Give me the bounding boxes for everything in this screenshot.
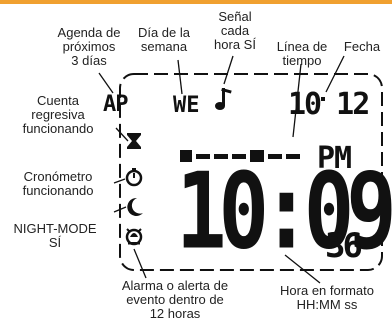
main-time: 10:09 bbox=[176, 151, 392, 272]
label-hourly-signal: Señal cada hora SÍ bbox=[214, 9, 256, 52]
weekday-indicator: WE bbox=[173, 93, 200, 118]
date-separator bbox=[321, 97, 325, 101]
timeline-bar bbox=[180, 150, 300, 162]
accent-bar bbox=[0, 0, 392, 4]
label-night-mode: NIGHT-MODE SÍ bbox=[13, 221, 97, 250]
label-alarm: Alarma o alerta de evento dentro de 12 h… bbox=[121, 278, 229, 321]
label-date: Fecha bbox=[343, 39, 381, 54]
stopwatch-icon bbox=[125, 168, 143, 187]
alarm-bell-icon bbox=[125, 228, 143, 246]
agenda-indicator: AP bbox=[103, 92, 128, 117]
display-frame bbox=[119, 73, 383, 271]
ampm-indicator: PM bbox=[317, 141, 351, 176]
label-time-format: Hora en formato HH:MM ss bbox=[280, 283, 374, 312]
seconds-display: 36 bbox=[325, 226, 361, 266]
hourglass-icon bbox=[127, 133, 141, 149]
label-countdown: Cuenta regresiva funcionando bbox=[22, 93, 94, 136]
leader-lines bbox=[98, 55, 345, 284]
label-weekday: Día de la semana bbox=[137, 25, 191, 54]
date-display: 10 12 bbox=[288, 87, 368, 122]
note-icon bbox=[215, 88, 232, 110]
label-stopwatch: Cronómetro funcionando bbox=[22, 169, 94, 198]
label-timeline: Línea de tiempo bbox=[276, 39, 328, 68]
label-agenda: Agenda de próximos 3 días bbox=[57, 25, 121, 68]
moon-icon bbox=[127, 197, 143, 216]
